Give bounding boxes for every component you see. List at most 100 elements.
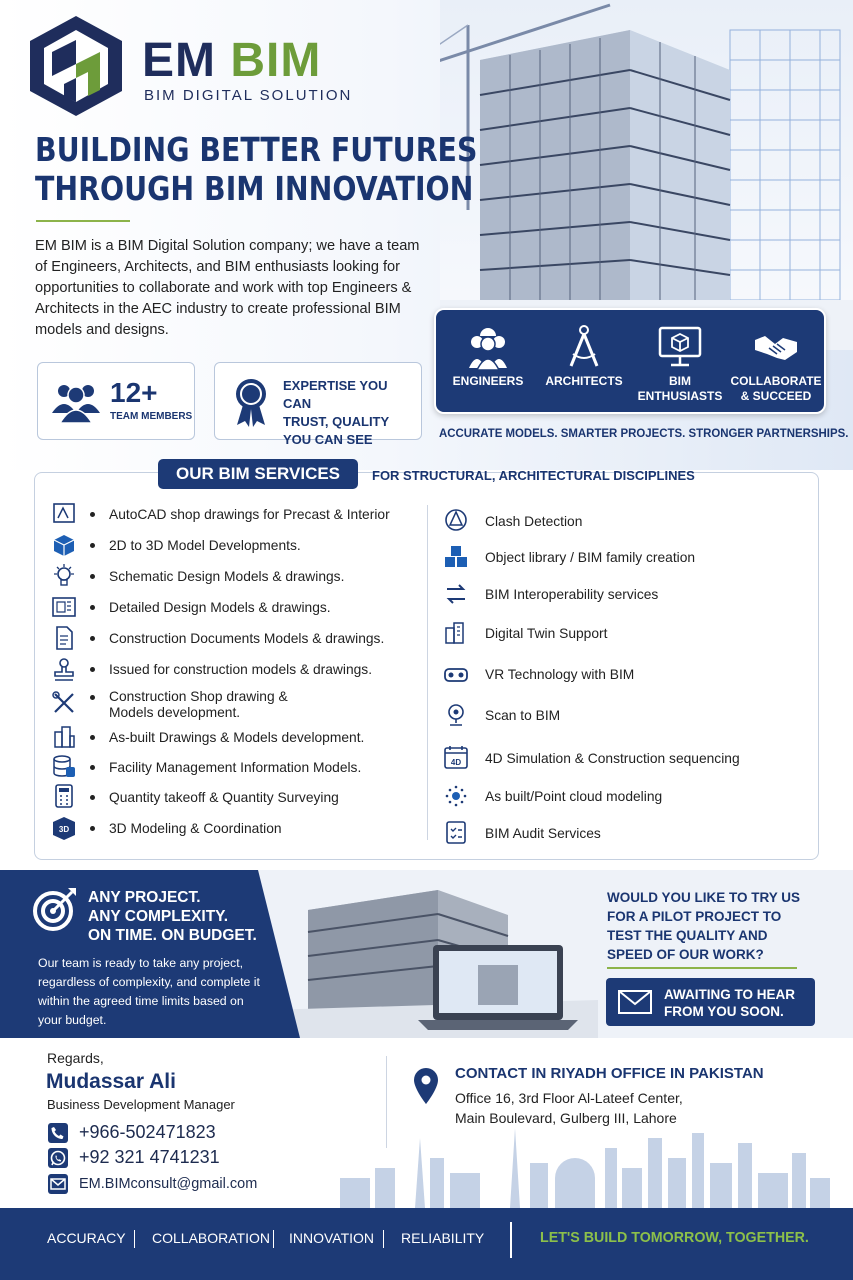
service-clash: Clash Detection: [485, 514, 583, 529]
contact-name: Mudassar Ali: [46, 1070, 176, 1093]
construction-illustration: [268, 870, 598, 1038]
stamp-icon: [51, 656, 77, 682]
role-architects: ARCHITECTS: [536, 324, 632, 389]
service-2d-3d: 2D to 3D Model Developments.: [109, 538, 301, 553]
any-project-heading: ANY PROJECT. ANY COMPLEXITY. ON TIME. ON…: [88, 888, 257, 945]
service-shop-drawing-line2: Models development.: [109, 705, 241, 720]
expertise-text: EXPERTISE YOU CAN TRUST, QUALITY YOU CAN…: [283, 377, 413, 449]
vr-headset-icon: [443, 661, 469, 687]
awaiting-line1: AWAITING TO HEAR: [664, 987, 796, 1002]
expertise-line3: YOU CAN SEE: [283, 432, 373, 447]
services-title: OUR BIM SERVICES: [158, 459, 358, 489]
tools-icon: [51, 690, 77, 716]
services-box: [34, 472, 819, 860]
service-scan-to-bim: Scan to BIM: [485, 708, 561, 723]
footer-divider: [510, 1222, 512, 1258]
clash-icon: [443, 507, 469, 533]
service-interoperability: BIM Interoperability services: [485, 587, 659, 602]
engineers-icon: [469, 328, 507, 370]
service-quantity: Quantity takeoff & Quantity Surveying: [109, 790, 339, 805]
mail-icon: [618, 990, 652, 1014]
footer-separator: [273, 1230, 274, 1248]
interoperability-icon: [443, 581, 469, 607]
brand-name: EM BIM: [142, 36, 321, 86]
service-point-cloud: As built/Point cloud modeling: [485, 789, 663, 804]
bullet: [90, 574, 95, 579]
team-icon: [52, 385, 100, 423]
pilot-question: WOULD YOU LIKE TO TRY US FOR A PILOT PRO…: [607, 890, 801, 962]
bullet: [90, 636, 95, 641]
service-4d-simulation: 4D Simulation & Construction sequencing: [485, 751, 740, 766]
service-vr: VR Technology with BIM: [485, 667, 635, 682]
role-bim-label-1: BIM: [669, 374, 691, 388]
regards-text: Regards,: [47, 1050, 104, 1066]
skyline-illustration: [340, 1128, 830, 1208]
service-3d-coordination: 3D Modeling & Coordination: [109, 821, 282, 836]
handshake-icon: [755, 336, 797, 360]
headline: BUILDING BETTER FUTURES THROUGH BIM INNO…: [35, 130, 477, 208]
lightbulb-icon: [51, 563, 77, 589]
location-pin-icon: [414, 1068, 438, 1104]
pilot-rule: [607, 967, 797, 969]
any-project-line1: ANY PROJECT.: [88, 889, 201, 906]
office-title: CONTACT IN RIYADH OFFICE IN PAKISTAN: [455, 1065, 764, 1082]
cubes-icon: [443, 544, 469, 570]
4d-badge: 4D: [451, 758, 461, 767]
expertise-line1: EXPERTISE YOU CAN: [283, 378, 388, 411]
office-address: Office 16, 3rd Floor Al-Lateef Center, M…: [455, 1088, 683, 1128]
role-engineers: ENGINEERS: [440, 324, 536, 389]
audit-checklist-icon: [443, 819, 469, 845]
calculator-icon: [51, 783, 77, 809]
role-collaborate-label-2: & SUCCEED: [740, 389, 812, 403]
medal-icon: [236, 379, 266, 427]
bullet: [90, 735, 95, 740]
brand-bim: BIM: [230, 34, 322, 87]
phone-2-text: +92 321 4741231: [79, 1147, 220, 1167]
monitor-cube-icon: [658, 326, 702, 367]
service-shop-drawing-line1: Construction Shop drawing &: [109, 689, 288, 704]
services-divider: [427, 505, 428, 840]
bullet: [90, 605, 95, 610]
digital-twin-icon: [443, 620, 469, 646]
whatsapp-icon: [48, 1148, 68, 1168]
role-bim-label-2: ENTHUSIASTS: [637, 389, 723, 403]
3d-cube-icon: 3D: [51, 815, 77, 841]
services-subtitle: FOR STRUCTURAL, ARCHITECTURAL DISCIPLINE…: [372, 468, 695, 483]
calendar-4d-icon: 4D: [443, 744, 469, 770]
office-address-line1: Office 16, 3rd Floor Al-Lateef Center,: [455, 1090, 683, 1106]
role-engineers-label: ENGINEERS: [452, 374, 524, 388]
footer: ACCURACY COLLABORATION INNOVATION RELIAB…: [0, 1208, 853, 1280]
service-bim-audit: BIM Audit Services: [485, 826, 601, 841]
hero-section: EM BIM BIM DIGITAL SOLUTION BUILDING BET…: [0, 0, 853, 470]
headline-rule: [36, 220, 130, 222]
tagline: ACCURATE MODELS. SMARTER PROJECTS. STRON…: [439, 426, 849, 440]
expertise-card: EXPERTISE YOU CAN TRUST, QUALITY YOU CAN…: [214, 362, 422, 447]
footer-value-collaboration: COLLABORATION: [152, 1230, 270, 1246]
expertise-line2: TRUST, QUALITY: [283, 414, 390, 429]
document-icon: [51, 625, 77, 651]
footer-value-reliability: RELIABILITY: [401, 1230, 485, 1246]
team-label: TEAM MEMBERS: [110, 411, 193, 422]
target-icon: [33, 888, 76, 931]
bullet: [90, 667, 95, 672]
bullet: [90, 695, 95, 700]
bullet: [90, 512, 95, 517]
service-as-built: As-built Drawings & Models development.: [109, 730, 365, 745]
footer-separator: [383, 1230, 384, 1248]
office-address-line2: Main Boulevard, Gulberg III, Lahore: [455, 1110, 677, 1126]
awaiting-text: AWAITING TO HEAR FROM YOU SOON.: [664, 986, 795, 1020]
bullet: [90, 765, 95, 770]
project-band: ANY PROJECT. ANY COMPLEXITY. ON TIME. ON…: [0, 870, 853, 1038]
buildings-icon: [51, 724, 77, 750]
service-detailed: Detailed Design Models & drawings.: [109, 600, 331, 615]
contact-role: Business Development Manager: [47, 1097, 235, 1112]
awaiting-response-button[interactable]: AWAITING TO HEAR FROM YOU SOON.: [606, 978, 815, 1026]
role-architects-label: ARCHITECTS: [545, 374, 623, 388]
blueprint-icon: [51, 594, 77, 620]
team-count: 12+: [110, 377, 158, 408]
service-digital-twin: Digital Twin Support: [485, 626, 608, 641]
point-cloud-icon: [443, 783, 469, 809]
footer-value-accuracy: ACCURACY: [47, 1230, 126, 1246]
any-project-line3: ON TIME. ON BUDGET.: [88, 927, 257, 944]
